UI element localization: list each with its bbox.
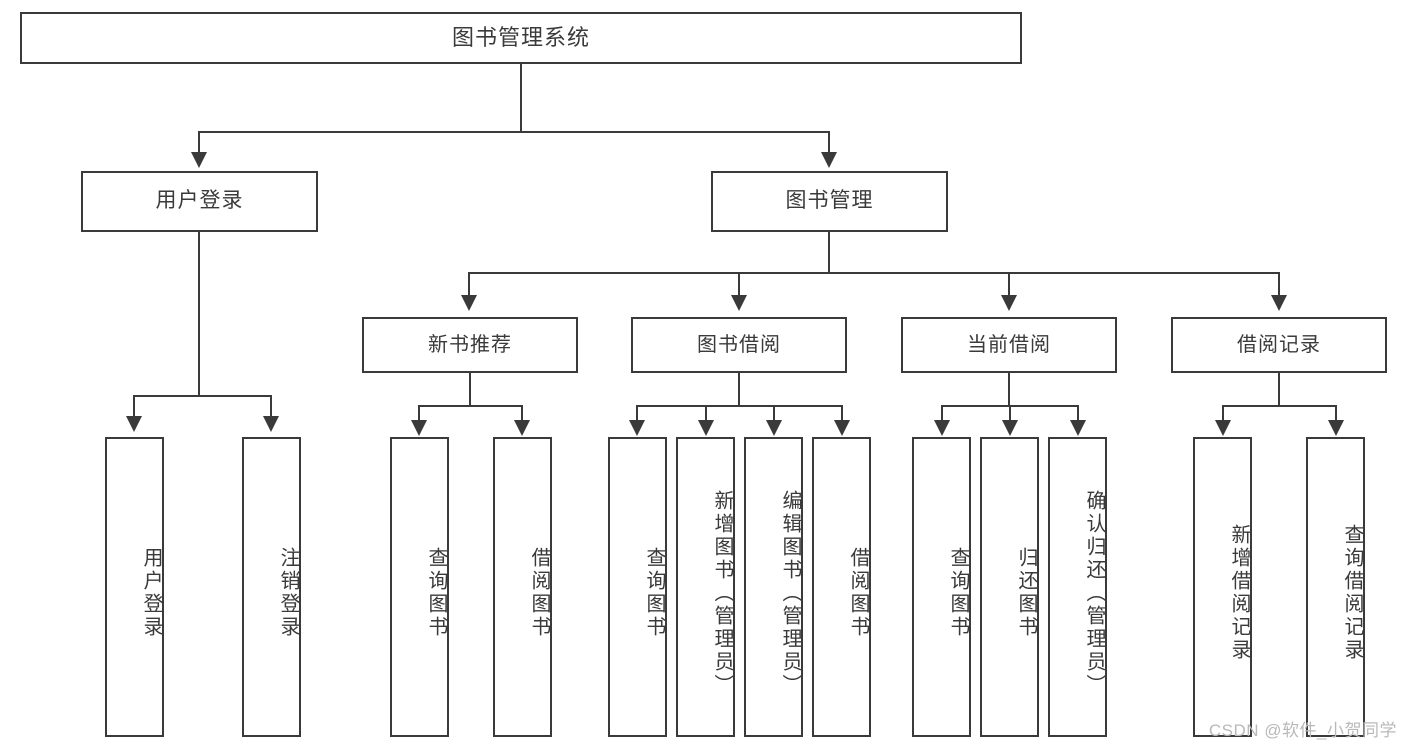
arrow-book-borrow-leaf-1 — [629, 420, 645, 436]
connector-borrow-record-drop-2 — [1335, 405, 1337, 421]
arrow-borrow-record-leaf-1 — [1215, 420, 1231, 436]
leaf-current-borrow-confirm-return[interactable]: 确认归还（管理员） — [1048, 437, 1107, 737]
leaf-book-borrow-edit[interactable]: 编辑图书（管理员） — [744, 437, 803, 737]
connector-book-mgmt-drop-3 — [1008, 272, 1010, 296]
connector-current-borrow-stem — [1008, 373, 1010, 406]
node-user-login[interactable]: 用户登录 — [81, 171, 318, 232]
connector-user-login-drop-2 — [270, 395, 272, 417]
connector-current-borrow-drop-2 — [1009, 405, 1011, 421]
node-label: 用户登录 — [155, 189, 244, 213]
node-book-borrow[interactable]: 图书借阅 — [631, 317, 847, 373]
arrow-book-borrow-leaf-2 — [698, 420, 714, 436]
leaf-borrow-record-query[interactable]: 查询借阅记录 — [1306, 437, 1365, 737]
connector-new-book-bus — [418, 405, 522, 407]
node-label: 新书推荐 — [428, 333, 512, 356]
leaf-book-borrow-borrow[interactable]: 借阅图书 — [812, 437, 871, 737]
connector-book-borrow-drop-4 — [841, 405, 843, 421]
leaf-label: 查询借阅记录 — [1341, 524, 1363, 662]
connector-book-borrow-drop-1 — [636, 405, 638, 421]
connector-book-mgmt-stem — [828, 232, 830, 273]
connector-book-mgmt-drop-2 — [738, 272, 740, 296]
leaf-current-borrow-return[interactable]: 归还图书 — [980, 437, 1039, 737]
connector-book-borrow-bus — [636, 405, 843, 407]
leaf-label: 查询图书 — [643, 547, 665, 639]
leaf-new-book-query[interactable]: 查询图书 — [390, 437, 449, 737]
leaf-current-borrow-query[interactable]: 查询图书 — [912, 437, 971, 737]
connector-root-stem — [520, 64, 522, 132]
leaf-label: 编辑图书（管理员） — [779, 489, 801, 697]
leaf-label: 新增图书（管理员） — [711, 489, 733, 697]
leaf-user-login-logout[interactable]: 注销登录 — [242, 437, 301, 737]
connector-book-borrow-drop-3 — [773, 405, 775, 421]
connector-new-book-stem — [469, 373, 471, 406]
node-label: 当前借阅 — [967, 333, 1051, 356]
connector-borrow-record-drop-1 — [1222, 405, 1224, 421]
arrow-borrow-record-leaf-2 — [1328, 420, 1344, 436]
connector-current-borrow-drop-3 — [1077, 405, 1079, 421]
arrow-current-borrow-leaf-1 — [934, 420, 950, 436]
arrow-book-borrow-leaf-3 — [766, 420, 782, 436]
connector-book-borrow-drop-2 — [705, 405, 707, 421]
connector-root-bus — [198, 131, 830, 133]
leaf-new-book-borrow[interactable]: 借阅图书 — [493, 437, 552, 737]
node-new-book-recommend[interactable]: 新书推荐 — [362, 317, 578, 373]
arrow-to-new-book-recommend — [461, 295, 477, 311]
node-label: 图书管理 — [785, 189, 874, 213]
arrow-to-current-borrow — [1001, 295, 1017, 311]
leaf-label: 归还图书 — [1015, 547, 1037, 639]
leaf-user-login-login[interactable]: 用户登录 — [105, 437, 164, 737]
connector-user-login-stem — [198, 232, 200, 396]
connector-root-to-user-login — [198, 131, 200, 153]
connector-user-login-drop-1 — [133, 395, 135, 417]
node-borrow-record[interactable]: 借阅记录 — [1171, 317, 1387, 373]
leaf-label: 借阅图书 — [528, 547, 550, 639]
arrow-to-user-login — [191, 152, 207, 168]
arrow-current-borrow-leaf-3 — [1070, 420, 1086, 436]
leaf-label: 注销登录 — [277, 547, 299, 639]
connector-root-to-book-mgmt — [828, 131, 830, 153]
leaf-book-borrow-add[interactable]: 新增图书（管理员） — [676, 437, 735, 737]
arrow-book-borrow-leaf-4 — [834, 420, 850, 436]
leaf-label: 用户登录 — [140, 547, 162, 639]
connector-book-mgmt-bus — [468, 272, 1280, 274]
connector-borrow-record-bus — [1222, 405, 1336, 407]
arrow-to-book-borrow — [731, 295, 747, 311]
arrow-to-borrow-record — [1271, 295, 1287, 311]
node-label: 图书管理系统 — [451, 25, 590, 51]
node-current-borrow[interactable]: 当前借阅 — [901, 317, 1117, 373]
connector-book-mgmt-drop-4 — [1278, 272, 1280, 296]
leaf-label: 新增借阅记录 — [1228, 524, 1250, 662]
node-label: 借阅记录 — [1237, 333, 1321, 356]
arrow-user-login-leaf-1 — [126, 416, 142, 432]
connector-current-borrow-drop-1 — [941, 405, 943, 421]
arrow-user-login-leaf-2 — [263, 416, 279, 432]
node-root-system[interactable]: 图书管理系统 — [20, 12, 1022, 64]
connector-user-login-bus — [133, 395, 271, 397]
leaf-book-borrow-query[interactable]: 查询图书 — [608, 437, 667, 737]
connector-new-book-drop-2 — [521, 405, 523, 421]
leaf-label: 查询图书 — [947, 547, 969, 639]
leaf-label: 查询图书 — [425, 547, 447, 639]
arrow-new-book-leaf-2 — [514, 420, 530, 436]
leaf-borrow-record-add[interactable]: 新增借阅记录 — [1193, 437, 1252, 737]
arrow-current-borrow-leaf-2 — [1002, 420, 1018, 436]
arrow-to-book-mgmt — [821, 152, 837, 168]
connector-new-book-drop-1 — [418, 405, 420, 421]
node-label: 图书借阅 — [697, 333, 781, 356]
connector-borrow-record-stem — [1278, 373, 1280, 406]
leaf-label: 借阅图书 — [847, 547, 869, 639]
node-book-management[interactable]: 图书管理 — [711, 171, 948, 232]
leaf-label: 确认归还（管理员） — [1083, 489, 1105, 697]
connector-book-borrow-stem — [738, 373, 740, 406]
arrow-new-book-leaf-1 — [411, 420, 427, 436]
connector-book-mgmt-drop-1 — [468, 272, 470, 296]
